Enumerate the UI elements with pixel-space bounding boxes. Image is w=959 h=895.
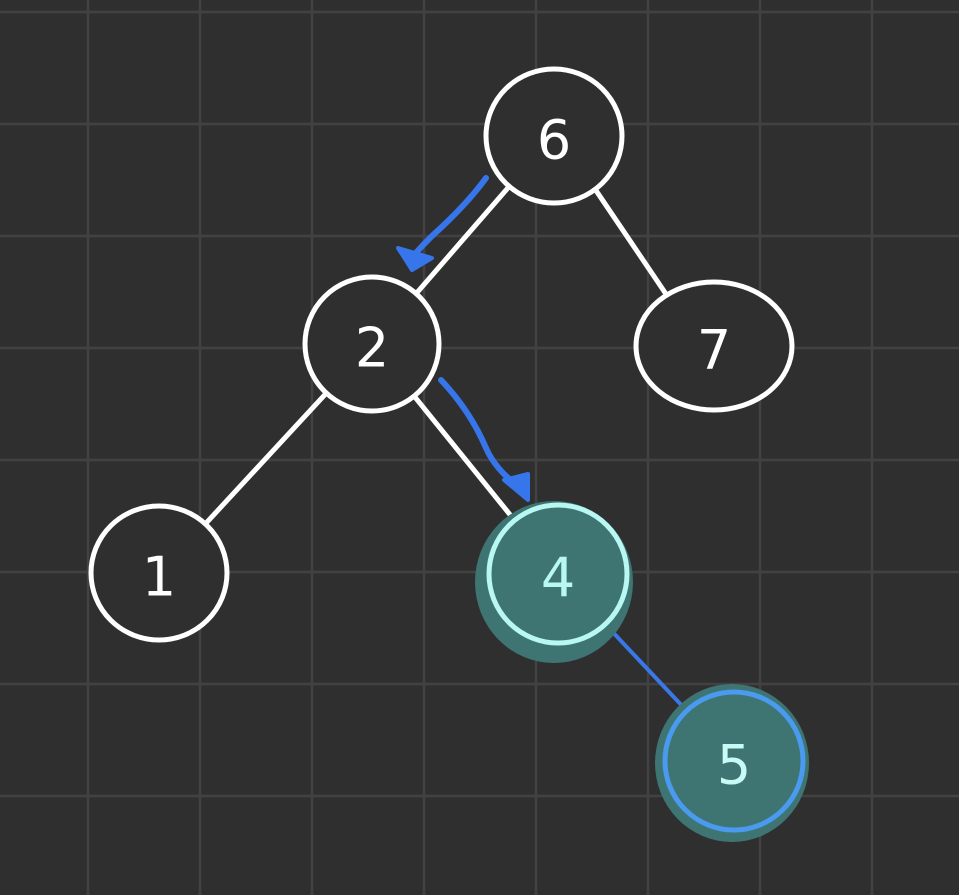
arrowhead-n6-n2: [396, 246, 434, 272]
node-circle: [302, 274, 442, 414]
node-label: 2: [355, 317, 389, 380]
edge-n2-n1: [202, 390, 329, 527]
node-label: 1: [142, 546, 176, 609]
tree-node-6: 6: [483, 66, 625, 206]
traversal-arrows: [396, 175, 530, 502]
traversal-arrow-n6-n2: [407, 175, 489, 265]
tree-node-2: 2: [302, 274, 442, 414]
tree-nodes: 6 2 7 1 4 5: [88, 66, 809, 842]
node-circle: [662, 689, 806, 833]
node-label: 5: [717, 734, 751, 797]
arrowhead-n2-n4: [502, 472, 530, 502]
node-circle: [633, 279, 795, 413]
tree-node-1: 1: [88, 503, 230, 643]
edge-n4-n5: [603, 622, 689, 713]
tree-edges: [202, 183, 689, 713]
edge-n2-n4: [411, 393, 518, 523]
edge-n6-n2: [413, 183, 512, 297]
edge-n6-n7: [592, 186, 670, 298]
node-circle: [88, 503, 230, 643]
tree-node-4: 4: [475, 501, 633, 663]
node-label: 4: [541, 547, 575, 610]
node-circle: [483, 66, 625, 206]
tree-node-7: 7: [633, 279, 795, 413]
node-label: 7: [697, 319, 731, 382]
tree-node-5: 5: [655, 684, 809, 842]
node-label: 6: [537, 109, 571, 172]
node-circle: [486, 502, 630, 646]
traversal-arrow-n2-n4: [438, 377, 519, 487]
